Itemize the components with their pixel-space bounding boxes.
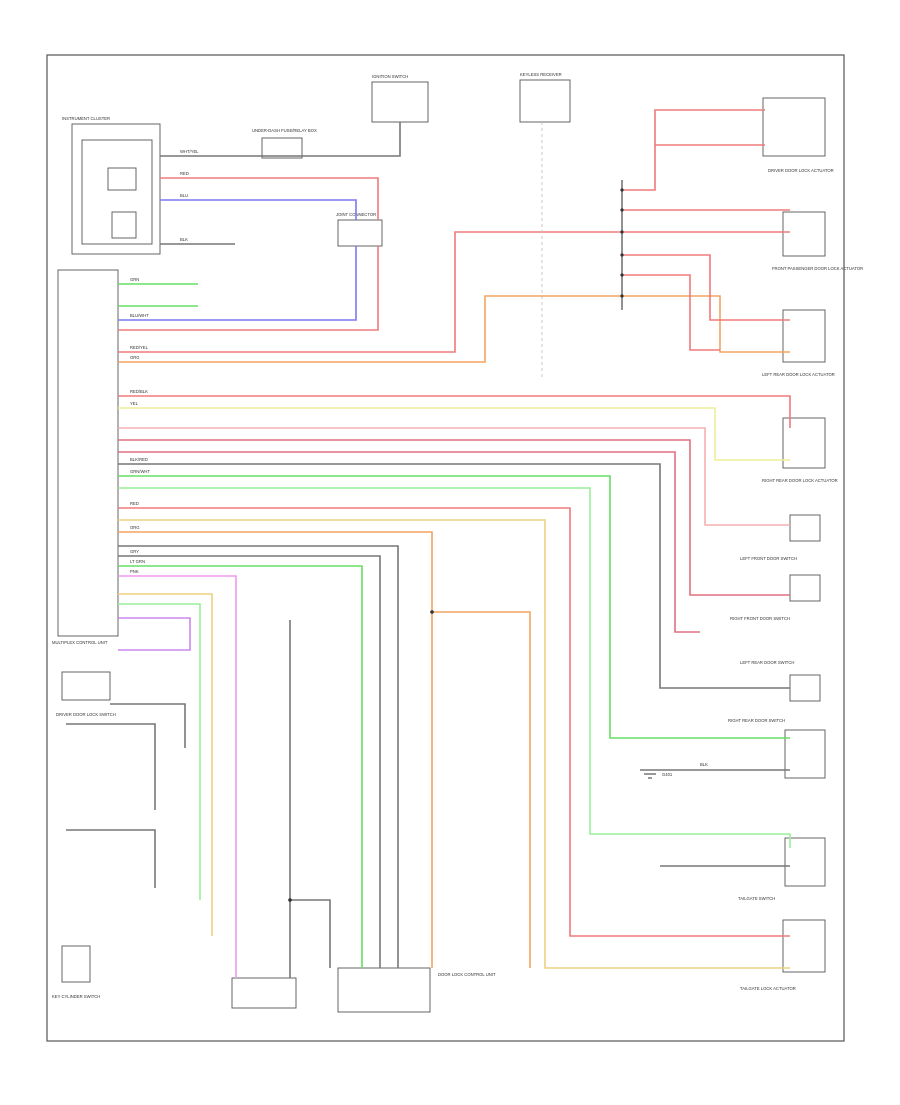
tailgate-switch: TAILGATE SWITCH <box>738 837 826 901</box>
wire-label-grn-2: GRN/WHT <box>130 469 150 474</box>
wire-pink-lf <box>118 427 790 526</box>
keyless-receiver: KEYLESS RECEIVER <box>519 72 571 123</box>
wire-label-grn-1: GRN <box>130 277 139 282</box>
instrument-cluster: INSTRUMENT CLUSTER <box>62 116 161 255</box>
wire-green-tg <box>118 487 791 848</box>
wire-gray-g-2 <box>290 899 331 968</box>
wire-label-ign: WHT/YEL <box>180 149 199 154</box>
wire-gray-sw-1 <box>110 703 186 748</box>
right-front-door-switch-label: RIGHT FRONT DOOR SWITCH <box>730 616 790 621</box>
wire-label-blu-2: BLU/WHT <box>130 313 149 318</box>
wire-red-rf <box>118 439 790 596</box>
wire-orange-branch <box>432 611 531 968</box>
instrument-cluster-label: INSTRUMENT CLUSTER <box>62 116 110 121</box>
wire-label-lt-grn: LT GRN <box>130 559 145 564</box>
wire-label-blk-2: BLK <box>700 762 708 767</box>
wire-orange-dlcu <box>118 531 433 968</box>
wire-label-blu-1: BLU <box>180 193 188 198</box>
wire-yellow-rr <box>118 407 790 461</box>
ignition-switch: IGNITION SWITCH <box>371 74 429 123</box>
wire-label-org-1: ORG <box>130 355 140 360</box>
wire-red-cluster <box>160 177 379 220</box>
tailgate-lock-actuator: TAILGATE LOCK ACTUATOR <box>740 919 826 991</box>
ground-g401: G401 <box>640 769 673 779</box>
key-cylinder-switch-label: KEY CYLINDER SWITCH <box>52 994 100 999</box>
wire-blue-mcu <box>118 246 357 321</box>
left-front-door-switch: LEFT FRONT DOOR SWITCH <box>740 514 821 561</box>
wire-red-lr-2 <box>622 274 720 351</box>
wire-orange-lr <box>118 295 790 363</box>
wire-label-red-3: RED/BLK <box>130 389 148 394</box>
left-rear-door-switch-label: LEFT REAR DOOR SWITCH <box>740 660 794 665</box>
door-lock-control-unit: DOOR LOCK CONTROL UNIT <box>231 967 496 1013</box>
connector-pins <box>288 188 624 902</box>
wire-gray-lrs <box>118 463 790 689</box>
driver-door-lock-actuator: DRIVER DOOR LOCK ACTUATOR <box>762 97 834 173</box>
wire-violet-1 <box>118 617 191 651</box>
wire-label-red-2: RED/YEL <box>130 345 149 350</box>
multiplex-control-unit: MULTIPLEX CONTROL UNIT <box>52 269 119 645</box>
wire-label-yel-1: YEL <box>130 401 139 406</box>
keyless-receiver-label: KEYLESS RECEIVER <box>520 72 562 77</box>
wire-wheat-1 <box>118 519 790 969</box>
wire-green-dlcu <box>118 565 363 968</box>
left-rear-door-lock-actuator: LEFT REAR DOOR LOCK ACTUATOR <box>762 309 835 377</box>
multiplex-control-unit-label: MULTIPLEX CONTROL UNIT <box>52 640 108 645</box>
right-rear-door-lock-actuator-label: RIGHT REAR DOOR LOCK ACTUATOR <box>762 478 838 483</box>
tailgate-lock-actuator-label: TAILGATE LOCK ACTUATOR <box>740 986 796 991</box>
ignition-switch-label: IGNITION SWITCH <box>372 74 408 79</box>
wire-label-gry: GRY <box>130 549 139 554</box>
wire-red-mcu <box>118 246 379 331</box>
wire-label-blk-red: BLK/RED <box>130 457 148 462</box>
wire-label-red-4: RED <box>130 501 139 506</box>
driver-door-lock-actuator-label: DRIVER DOOR LOCK ACTUATOR <box>768 168 834 173</box>
left-rear-door-lock-actuator-label: LEFT REAR DOOR LOCK ACTUATOR <box>762 372 835 377</box>
driver-door-lock-switch-label: DRIVER DOOR LOCK SWITCH <box>56 712 116 717</box>
door-lock-control-unit-label: DOOR LOCK CONTROL UNIT <box>438 972 496 977</box>
right-front-door-switch: RIGHT FRONT DOOR SWITCH <box>730 574 821 621</box>
wire-red-lrs <box>118 451 700 633</box>
right-rear-door-switch: RIGHT REAR DOOR SWITCH <box>728 718 826 779</box>
wire-label-pnk: PNK <box>130 569 139 574</box>
right-rear-door-lock-actuator: RIGHT REAR DOOR LOCK ACTUATOR <box>762 417 838 483</box>
wire-wheat-2 <box>118 593 213 936</box>
wire-green-lt <box>118 603 201 900</box>
wire-red-driver-1 <box>622 109 765 191</box>
driver-door-lock-switch: DRIVER DOOR LOCK SWITCH <box>56 671 116 717</box>
wire-blue-cluster <box>160 199 357 220</box>
wire-red-rr <box>118 395 791 428</box>
key-cylinder-switch: KEY CYLINDER SWITCH <box>52 945 100 999</box>
ground-label: G401 <box>662 772 673 777</box>
wire-label-red-1: RED <box>180 171 189 176</box>
fuse-box: UNDER-DASH FUSE/RELAY BOX <box>252 128 317 159</box>
wire-gray-sw-3 <box>66 829 156 888</box>
wire-ignition-feed <box>160 122 401 157</box>
wire-green-rrs <box>118 475 790 739</box>
wire-gray-dlcu-1 <box>118 545 399 968</box>
wire-red-tg <box>118 507 790 937</box>
fuse-box-label: UNDER-DASH FUSE/RELAY BOX <box>252 128 317 133</box>
joint-connector: JOINT CONNECTOR <box>336 212 383 247</box>
wire-gray-dlcu-2 <box>118 555 381 968</box>
left-front-door-switch-label: LEFT FRONT DOOR SWITCH <box>740 556 797 561</box>
right-rear-door-switch-label: RIGHT REAR DOOR SWITCH <box>728 718 785 723</box>
wire-red-lr-1 <box>622 254 790 321</box>
wire-label-blk-1: BLK <box>180 237 188 242</box>
front-passenger-door-lock-actuator: FRONT PASSENGER DOOR LOCK ACTUATOR <box>772 211 863 271</box>
wire-gray-sw-2 <box>66 723 156 810</box>
wire-pink-keycyl <box>118 575 237 978</box>
wires: WHT/YEL RED BLU BLK GRN BLU/WHT RED/YEL … <box>66 109 791 978</box>
front-passenger-door-lock-actuator-label: FRONT PASSENGER DOOR LOCK ACTUATOR <box>772 266 863 271</box>
diagram-frame <box>46 54 845 1042</box>
tailgate-switch-label: TAILGATE SWITCH <box>738 896 775 901</box>
wire-label-org-2: ORG <box>130 525 140 530</box>
left-rear-door-switch: LEFT REAR DOOR SWITCH <box>740 660 821 702</box>
